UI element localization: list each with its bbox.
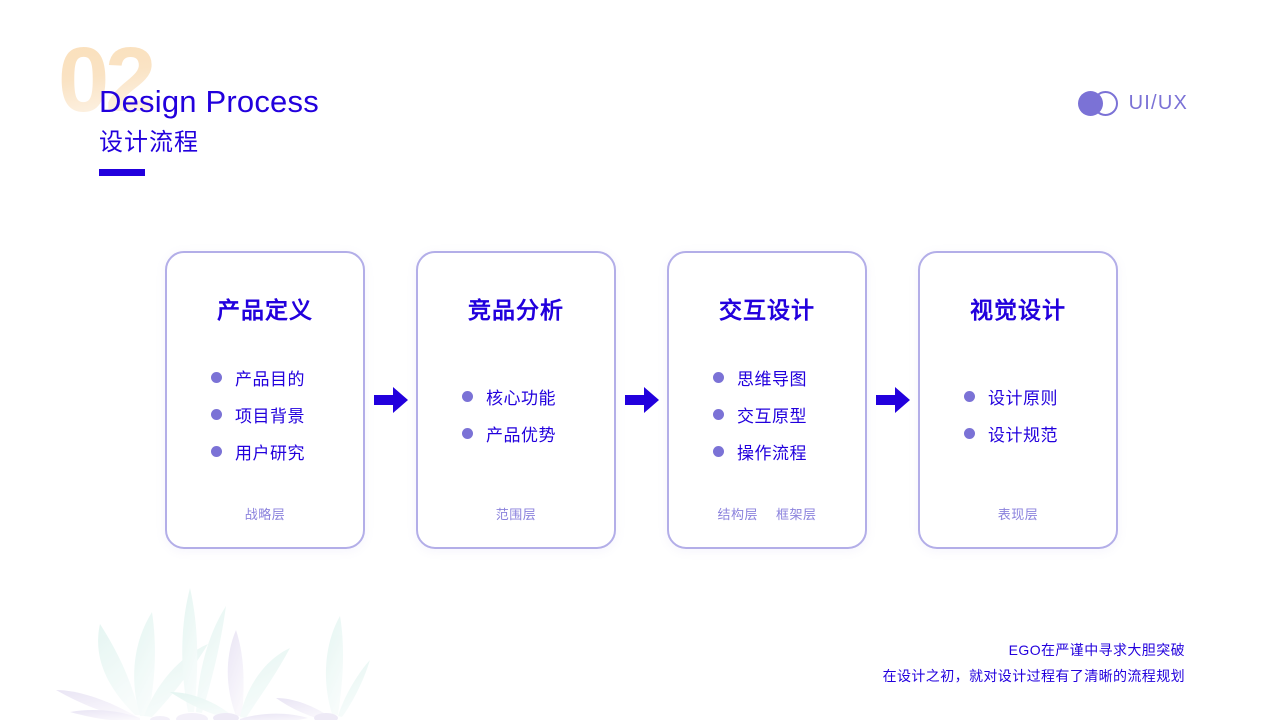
process-flow: 产品定义 产品目的 项目背景 用户研究 战略层 竞品分析 (165, 250, 1120, 550)
card-title: 交互设计 (719, 297, 815, 323)
card-footer: 表现层 (998, 504, 1039, 523)
arrow-right-icon (867, 387, 918, 413)
bullet-label: 交互原型 (737, 407, 807, 426)
list-item: 产品优势 (462, 421, 556, 446)
bullet-dot-icon (964, 390, 975, 402)
list-item: 项目背景 (211, 402, 305, 427)
bullet-label: 思维导图 (737, 370, 807, 389)
card-footer: 范围层 (496, 504, 537, 523)
slide-header: 02 Design Process 设计流程 UI/UX (0, 0, 1280, 200)
status-badge: 框架层 (776, 507, 817, 522)
bullet-label: 用户研究 (235, 444, 305, 463)
bullet-dot-icon (462, 390, 473, 402)
bullet-label: 产品优势 (486, 425, 556, 445)
plant-decoration (56, 588, 370, 720)
bullet-label: 项目背景 (235, 407, 305, 426)
badge-mark (1077, 91, 1118, 116)
status-badge: 结构层 (717, 507, 758, 522)
card-footer: 结构层 框架层 (717, 504, 816, 523)
bullet-label: 产品目的 (235, 370, 305, 389)
bullet-dot-icon (462, 427, 473, 439)
bullet-label: 核心功能 (486, 388, 556, 408)
process-card-2[interactable]: 竞品分析 核心功能 产品优势 范围层 (416, 251, 616, 549)
bullet-dot-icon (211, 446, 222, 457)
title-block: Design Process 设计流程 (99, 84, 319, 176)
bullet-dot-icon (211, 409, 222, 420)
bullet-dot-icon (964, 427, 975, 439)
uiux-badge: UI/UX (1077, 91, 1188, 116)
list-item: 设计原则 (964, 384, 1058, 409)
list-item: 用户研究 (211, 439, 305, 464)
bullet-label: 操作流程 (737, 444, 807, 463)
list-item: 产品目的 (211, 365, 305, 390)
card-title: 产品定义 (217, 297, 313, 323)
bullet-dot-icon (713, 409, 724, 420)
bullet-label: 设计原则 (988, 388, 1058, 408)
bullet-dot-icon (713, 372, 724, 383)
slide-caption: EGO在严谨中寻求大胆突破 在设计之初，就对设计过程有了清晰的流程规划 (883, 638, 1185, 690)
status-badge: 范围层 (495, 507, 537, 522)
title-underline (99, 168, 145, 176)
process-card-3[interactable]: 交互设计 思维导图 交互原型 操作流程 结构层 框架层 (667, 251, 867, 549)
bullet-dot-icon (211, 372, 222, 383)
circle-outline-icon (1092, 91, 1118, 116)
caption-line: 在设计之初，就对设计过程有了清晰的流程规划 (882, 668, 1185, 685)
list-item: 思维导图 (713, 365, 807, 390)
list-item: 核心功能 (462, 384, 556, 409)
status-badge: 表现层 (997, 507, 1039, 522)
caption-line: EGO在严谨中寻求大胆突破 (1008, 642, 1185, 659)
arrow-right-icon (365, 387, 416, 413)
arrow-right-icon (616, 387, 667, 413)
list-item: 交互原型 (713, 402, 807, 427)
card-title: 竞品分析 (468, 297, 564, 323)
card-bullet-list: 产品目的 项目背景 用户研究 (167, 325, 363, 504)
card-title: 视觉设计 (970, 297, 1066, 323)
process-card-4[interactable]: 视觉设计 设计原则 设计规范 表现层 (918, 251, 1118, 549)
list-item: 设计规范 (964, 421, 1058, 446)
list-item: 操作流程 (713, 439, 807, 464)
card-bullet-list: 核心功能 产品优势 (418, 325, 614, 504)
bullet-label: 设计规范 (988, 425, 1058, 445)
bullet-dot-icon (713, 446, 724, 457)
page-title: Design Process (99, 84, 319, 119)
process-card-1[interactable]: 产品定义 产品目的 项目背景 用户研究 战略层 (165, 251, 365, 549)
status-badge: 战略层 (244, 507, 286, 522)
section-number: 02 (58, 29, 156, 131)
card-bullet-list: 设计原则 设计规范 (920, 325, 1116, 504)
page-subtitle: 设计流程 (99, 128, 199, 156)
badge-label: UI/UX (1128, 92, 1188, 114)
card-footer: 战略层 (245, 504, 286, 523)
card-bullet-list: 思维导图 交互原型 操作流程 (669, 325, 865, 504)
